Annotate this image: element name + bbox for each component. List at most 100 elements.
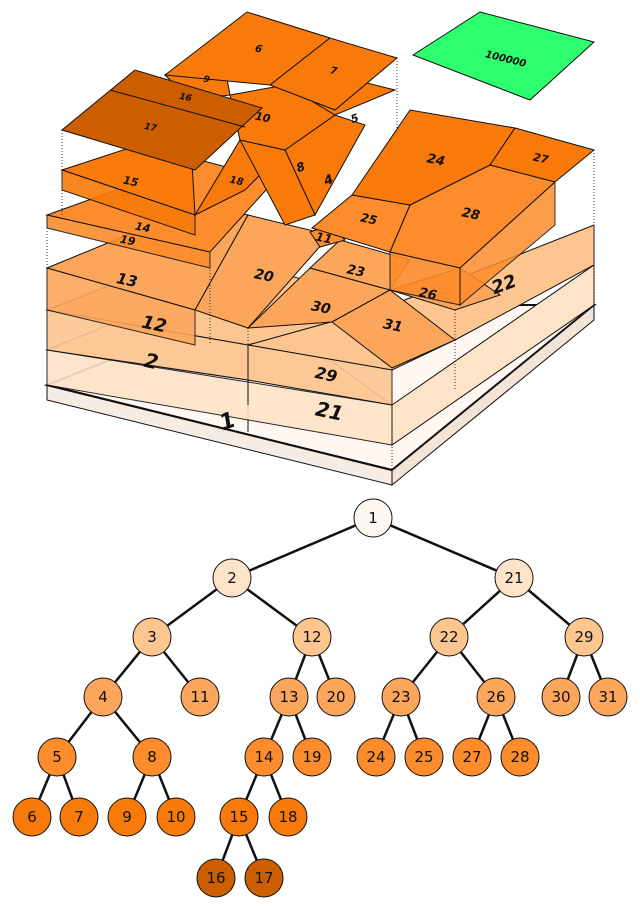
tree-node-circle-19 bbox=[292, 737, 332, 777]
tree-node-20: 20 bbox=[316, 677, 356, 717]
tree-edge-1-2 bbox=[231, 516, 374, 580]
tree-node-label-29: 29 bbox=[574, 628, 593, 646]
rect-label-28: 28 bbox=[460, 205, 481, 223]
layer-13-front bbox=[46, 267, 196, 346]
rect-label-7: 7 bbox=[329, 65, 338, 77]
tree-node-5: 5 bbox=[37, 737, 77, 777]
tree-node-circle-16 bbox=[196, 858, 236, 898]
rect-label-30: 30 bbox=[310, 298, 333, 318]
tree-node-label-25: 25 bbox=[414, 748, 433, 766]
rect-label-21: 21 bbox=[313, 397, 345, 426]
tree-node-label-11: 11 bbox=[190, 688, 209, 706]
tree-node-label-24: 24 bbox=[366, 748, 385, 766]
tree-node-label-5: 5 bbox=[52, 748, 62, 766]
rect-label-24: 24 bbox=[425, 151, 446, 169]
tree-node-label-26: 26 bbox=[486, 688, 505, 706]
tree-node-circle-20 bbox=[316, 677, 356, 717]
tree-node-circle-23 bbox=[381, 677, 421, 717]
tree-node-circle-9 bbox=[107, 797, 147, 837]
tree-node-circle-3 bbox=[132, 617, 172, 657]
tree-node-13: 13 bbox=[269, 677, 309, 717]
tree-node-21: 21 bbox=[494, 558, 534, 598]
tree-node-4: 4 bbox=[83, 677, 123, 717]
tree-node-circle-25 bbox=[404, 737, 444, 777]
tree-node-15: 15 bbox=[219, 797, 259, 837]
rect-label-2: 2 bbox=[142, 348, 161, 374]
tree-node-26: 26 bbox=[476, 677, 516, 717]
tree-node-7: 7 bbox=[59, 797, 99, 837]
rect-label-16: 16 bbox=[178, 92, 192, 104]
tree-node-label-1: 1 bbox=[368, 509, 378, 527]
tree-node-16: 16 bbox=[196, 858, 236, 898]
tree-node-label-17: 17 bbox=[254, 869, 273, 887]
rect-label-27: 27 bbox=[532, 151, 550, 167]
tree-node-circle-31 bbox=[588, 677, 628, 717]
tree-node-2: 2 bbox=[212, 558, 252, 598]
tree-node-label-9: 9 bbox=[122, 808, 132, 826]
tree-node-8: 8 bbox=[132, 737, 172, 777]
tree-node-label-23: 23 bbox=[391, 688, 410, 706]
tree-node-circle-5 bbox=[37, 737, 77, 777]
tree-node-circle-27 bbox=[452, 737, 492, 777]
tree-node-circle-8 bbox=[132, 737, 172, 777]
rect-label-15: 15 bbox=[122, 174, 140, 190]
tree-node-circle-6 bbox=[12, 797, 52, 837]
tree-node-circle-22 bbox=[429, 617, 469, 657]
tree-node-label-15: 15 bbox=[229, 808, 248, 826]
rect-label-29: 29 bbox=[313, 363, 339, 386]
rect-label-26: 26 bbox=[417, 285, 438, 303]
tree-node-circle-10 bbox=[156, 797, 196, 837]
tree-node-25: 25 bbox=[404, 737, 444, 777]
rect-label-19: 19 bbox=[119, 233, 137, 249]
tree-node-label-27: 27 bbox=[462, 748, 481, 766]
tree-node-label-4: 4 bbox=[98, 688, 108, 706]
tree-node-circle-11 bbox=[180, 677, 220, 717]
tree-node-label-2: 2 bbox=[227, 569, 237, 587]
rect-label-10: 10 bbox=[254, 110, 272, 126]
tree-node-circle-18 bbox=[268, 797, 308, 837]
tree-node-9: 9 bbox=[107, 797, 147, 837]
tree-node-circle-4 bbox=[83, 677, 123, 717]
tree-node-label-21: 21 bbox=[504, 569, 523, 587]
layer-15-front bbox=[61, 169, 196, 236]
rect-label-14: 14 bbox=[134, 220, 152, 236]
tree-node-label-6: 6 bbox=[27, 808, 37, 826]
rect-label-12: 12 bbox=[140, 312, 169, 338]
tree-node-circle-7 bbox=[59, 797, 99, 837]
tree-node-label-31: 31 bbox=[598, 688, 617, 706]
tree-node-circle-24 bbox=[356, 737, 396, 777]
tree-node-label-8: 8 bbox=[147, 748, 157, 766]
tree-node-6: 6 bbox=[12, 797, 52, 837]
tree-node-circle-1 bbox=[353, 498, 393, 538]
tree-node-circle-28 bbox=[500, 737, 540, 777]
tree-node-label-18: 18 bbox=[278, 808, 297, 826]
tree-node-label-30: 30 bbox=[551, 688, 570, 706]
tree-node-29: 29 bbox=[564, 617, 604, 657]
tree-node-circle-12 bbox=[292, 617, 332, 657]
rect-label-25: 25 bbox=[359, 211, 378, 228]
tree-node-circle-29 bbox=[564, 617, 604, 657]
tree-node-28: 28 bbox=[500, 737, 540, 777]
tree-node-30: 30 bbox=[541, 677, 581, 717]
tree-node-label-10: 10 bbox=[166, 808, 185, 826]
tree-edge-1-21 bbox=[372, 516, 515, 580]
tree-node-circle-14 bbox=[244, 737, 284, 777]
rect-label-23: 23 bbox=[345, 262, 366, 280]
rect-label-5: 5 bbox=[349, 111, 361, 126]
rect-label-31: 31 bbox=[382, 316, 404, 336]
rect-label-17: 17 bbox=[143, 122, 158, 135]
tree-node-3: 3 bbox=[132, 617, 172, 657]
rect-label-9: 9 bbox=[202, 75, 210, 86]
tree-node-label-14: 14 bbox=[254, 748, 273, 766]
tree-node-label-12: 12 bbox=[302, 628, 321, 646]
tree-node-circle-2 bbox=[212, 558, 252, 598]
layer-22-top bbox=[391, 264, 595, 446]
rect-label-11: 11 bbox=[314, 230, 333, 247]
tree-node-19: 19 bbox=[292, 737, 332, 777]
tree-node-circle-21 bbox=[494, 558, 534, 598]
tree-node-label-28: 28 bbox=[510, 748, 529, 766]
tree-node-label-20: 20 bbox=[326, 688, 345, 706]
tree-node-circle-30 bbox=[541, 677, 581, 717]
tree-node-label-13: 13 bbox=[279, 688, 298, 706]
